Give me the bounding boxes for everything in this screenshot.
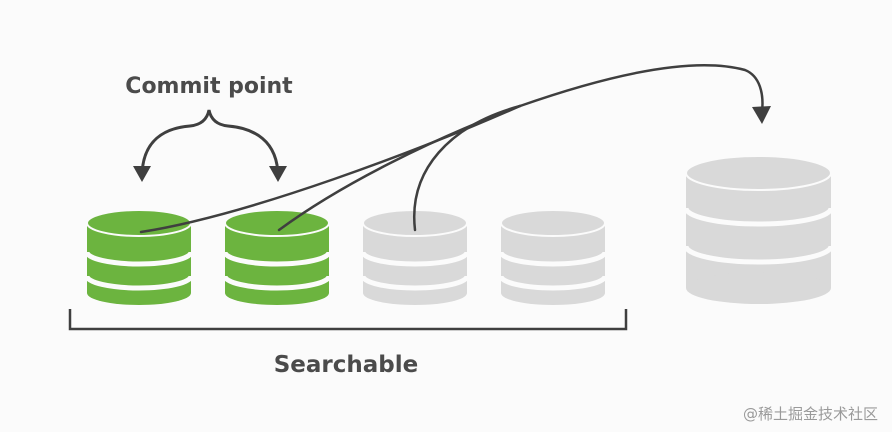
searchable-bracket bbox=[68, 309, 628, 331]
flush-arrowhead bbox=[752, 106, 771, 124]
commit-brace bbox=[140, 109, 280, 179]
searchable-label: Searchable bbox=[274, 352, 419, 378]
commit-brace-arrow-right bbox=[269, 166, 287, 182]
flush-arrow-to-disk bbox=[518, 64, 764, 114]
flush-line-segment-3 bbox=[412, 104, 522, 232]
segment-1-committed bbox=[84, 209, 194, 305]
commit-point-label: Commit point bbox=[125, 74, 293, 99]
commit-brace-arrow-left bbox=[133, 166, 151, 182]
watermark: @稀土掘金技术社区 bbox=[742, 405, 878, 423]
segment-3-uncommitted bbox=[360, 209, 470, 305]
segment-2-committed bbox=[222, 209, 332, 305]
disk-storage-large bbox=[683, 155, 834, 304]
segment-4-uncommitted bbox=[498, 209, 608, 305]
